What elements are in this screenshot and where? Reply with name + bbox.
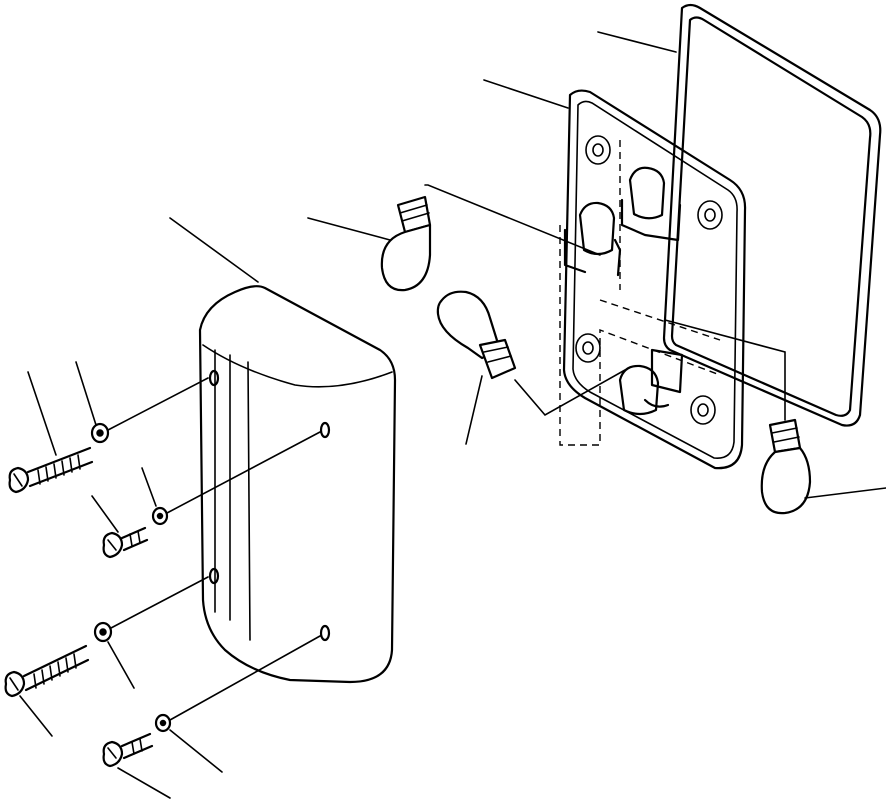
leader-washer-2: [141, 467, 157, 507]
washer-2: [151, 506, 169, 526]
leader-short-screw-lower: [117, 767, 171, 799]
washer-3: [93, 621, 113, 643]
lamp-housing-base: [559, 89, 747, 470]
washer-4: [154, 713, 172, 733]
bulb-right: [760, 418, 812, 515]
lens-cover: [198, 285, 397, 684]
short-screw-upper: [102, 526, 149, 559]
bulb-connector-line-1: [424, 184, 601, 256]
bulb-connector-line-2: [514, 369, 626, 417]
leader-bulb-right: [804, 487, 886, 499]
bulb-upper-left: [380, 195, 432, 292]
bulb-center: [436, 290, 517, 380]
bulb-connector-line-3: [664, 319, 786, 421]
leader-bulb-upper: [307, 217, 391, 241]
leader-short-screw-upper: [91, 495, 119, 533]
screw-axis-line-2: [166, 431, 321, 514]
screw-axis-line-1: [107, 377, 209, 431]
leader-housing: [483, 79, 569, 109]
short-screw-lower: [102, 732, 154, 768]
leader-washer-3: [107, 641, 135, 689]
long-screw-lower: [4, 644, 90, 698]
leader-lens: [169, 217, 259, 283]
screw-axis-line-3: [110, 576, 209, 629]
washer-1: [90, 422, 110, 444]
leader-long-screw-upper: [27, 371, 57, 456]
leader-gasket: [597, 31, 677, 53]
leader-washer-4: [169, 729, 223, 773]
long-screw-upper: [8, 446, 94, 494]
leader-washer-1: [75, 361, 97, 426]
leader-bulb-center: [465, 375, 483, 445]
gasket: [662, 3, 882, 427]
screw-axis-line-4: [169, 635, 321, 721]
callout-leaders: [19, 31, 886, 799]
leader-long-screw-lower: [19, 695, 53, 737]
